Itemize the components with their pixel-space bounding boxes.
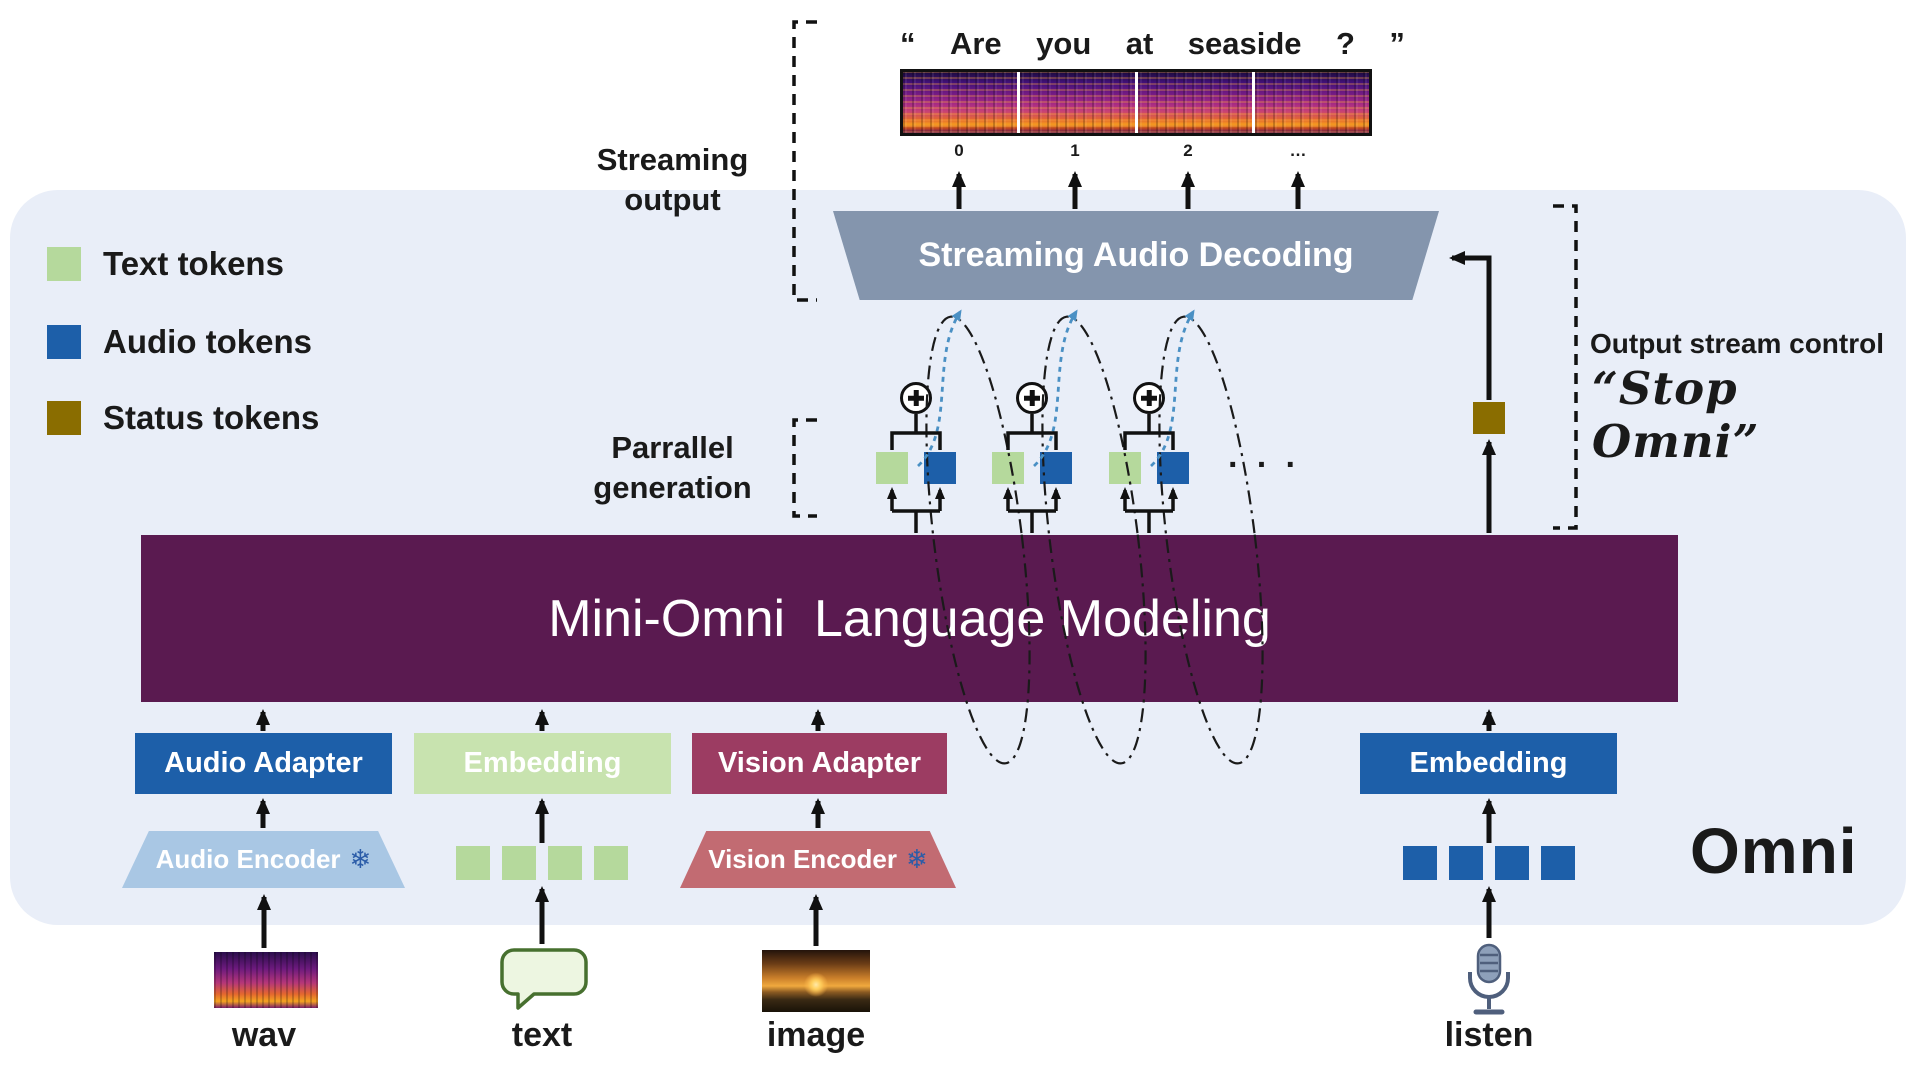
- decoder-label: Streaming Audio Decoding: [918, 236, 1354, 274]
- streaming-audio-decoding-block: Streaming Audio Decoding: [833, 211, 1439, 300]
- vision-encoder-label: Vision Encoder: [708, 844, 897, 874]
- streaming-output-label: Streaming output: [565, 140, 780, 219]
- parallel-generation-label: Parrallel generation: [565, 428, 780, 507]
- audio-token-row: [1403, 846, 1575, 880]
- transcript-open-quote: “: [900, 26, 916, 61]
- legend-item-audio-tokens: Audio tokens: [47, 323, 312, 361]
- parallel-line1: Parrallel: [611, 430, 734, 465]
- text-token-square: [594, 846, 628, 880]
- text-token-swatch: [47, 247, 81, 281]
- audio-adapter-block: Audio Adapter: [135, 733, 392, 794]
- plus-circle-icon: [900, 382, 932, 414]
- stop-omni-quote: “Stop Omni”: [1592, 362, 1760, 468]
- input-label-image: image: [766, 1016, 866, 1054]
- plus-circle-icon: [1016, 382, 1048, 414]
- listen-embedding-label: Embedding: [1409, 747, 1568, 779]
- audio-token-square: [1403, 846, 1437, 880]
- audio-token-square: [1040, 452, 1072, 484]
- transcript-row: “ Are you at seaside ? ”: [900, 26, 1405, 62]
- vision-adapter-label: Vision Adapter: [717, 747, 922, 779]
- language-model-bar: Mini-Omni Language Modeling: [141, 535, 1678, 702]
- text-token-square: [548, 846, 582, 880]
- legend-label-text-tokens: Text tokens: [103, 245, 284, 282]
- status-token-swatch: [47, 401, 81, 435]
- vision-adapter-block: Vision Adapter: [692, 733, 947, 794]
- transcript-word: Are: [949, 26, 1002, 61]
- audio-token-square: [1541, 846, 1575, 880]
- streaming-output-line1: Streaming: [596, 142, 749, 177]
- input-label-listen: listen: [1444, 1016, 1534, 1054]
- transcript-close-quote: ”: [1389, 26, 1405, 61]
- audio-token-square: [1157, 452, 1189, 484]
- audio-encoder-label: Audio Encoder: [155, 844, 341, 874]
- legend-item-text-tokens: Text tokens: [47, 245, 284, 283]
- audio-token-square: [1449, 846, 1483, 880]
- output-spectrogram-strip: [900, 69, 1372, 136]
- text-token-square: [1109, 452, 1141, 484]
- spectrogram-frame: [1020, 72, 1135, 133]
- snowflake-icon: ❄: [349, 844, 372, 874]
- text-embedding-label: Embedding: [463, 747, 622, 779]
- microphone-icon: [1468, 943, 1510, 1015]
- input-label-text: text: [511, 1016, 573, 1054]
- wav-spectrogram-thumbnail: [214, 952, 318, 1008]
- frame-index-label: …: [1289, 141, 1307, 160]
- speech-bubble-icon: [500, 948, 588, 1010]
- text-token-square: [992, 452, 1024, 484]
- transcript-word: you: [1036, 26, 1092, 61]
- spectrogram-frame: [903, 72, 1018, 133]
- transcript-question-mark: ?: [1336, 26, 1355, 61]
- vision-encoder-block: Vision Encoder ❄: [680, 831, 956, 888]
- generation-ellipsis: · · ·: [1228, 446, 1301, 484]
- frame-index-label: 2: [1183, 141, 1193, 160]
- legend-item-status-tokens: Status tokens: [47, 399, 319, 437]
- language-model-label: Mini-Omni Language Modeling: [548, 589, 1271, 648]
- status-token-square: [1473, 402, 1505, 434]
- streaming-output-line2: output: [624, 181, 721, 217]
- transcript-word: at: [1125, 26, 1154, 61]
- parallel-line2: generation: [593, 469, 752, 505]
- text-token-square: [876, 452, 908, 484]
- plus-circle-icon: [1133, 382, 1165, 414]
- text-token-square: [502, 846, 536, 880]
- text-embedding-block: Embedding: [414, 733, 671, 794]
- snowflake-icon: ❄: [906, 844, 928, 874]
- frame-index-label: 1: [1070, 141, 1080, 160]
- legend-label-status-tokens: Status tokens: [103, 399, 320, 436]
- text-token-row: [456, 846, 628, 880]
- output-stream-control-title: Output stream control: [1590, 328, 1885, 359]
- audio-token-square: [924, 452, 956, 484]
- spectrogram-frame: [1254, 72, 1369, 133]
- text-token-square: [456, 846, 490, 880]
- brand-title: Omni: [1690, 815, 1858, 887]
- input-image-thumbnail: [762, 950, 870, 1012]
- transcript-word: seaside: [1187, 26, 1302, 61]
- audio-token-square: [1495, 846, 1529, 880]
- frame-index-label: 0: [954, 141, 964, 160]
- legend-label-audio-tokens: Audio tokens: [103, 323, 313, 360]
- audio-token-swatch: [47, 325, 81, 359]
- spectrogram-frame: [1137, 72, 1252, 133]
- listen-embedding-block: Embedding: [1360, 733, 1617, 794]
- audio-encoder-block: Audio Encoder ❄: [122, 831, 405, 888]
- audio-adapter-label: Audio Adapter: [164, 747, 363, 779]
- input-label-wav: wav: [231, 1016, 297, 1054]
